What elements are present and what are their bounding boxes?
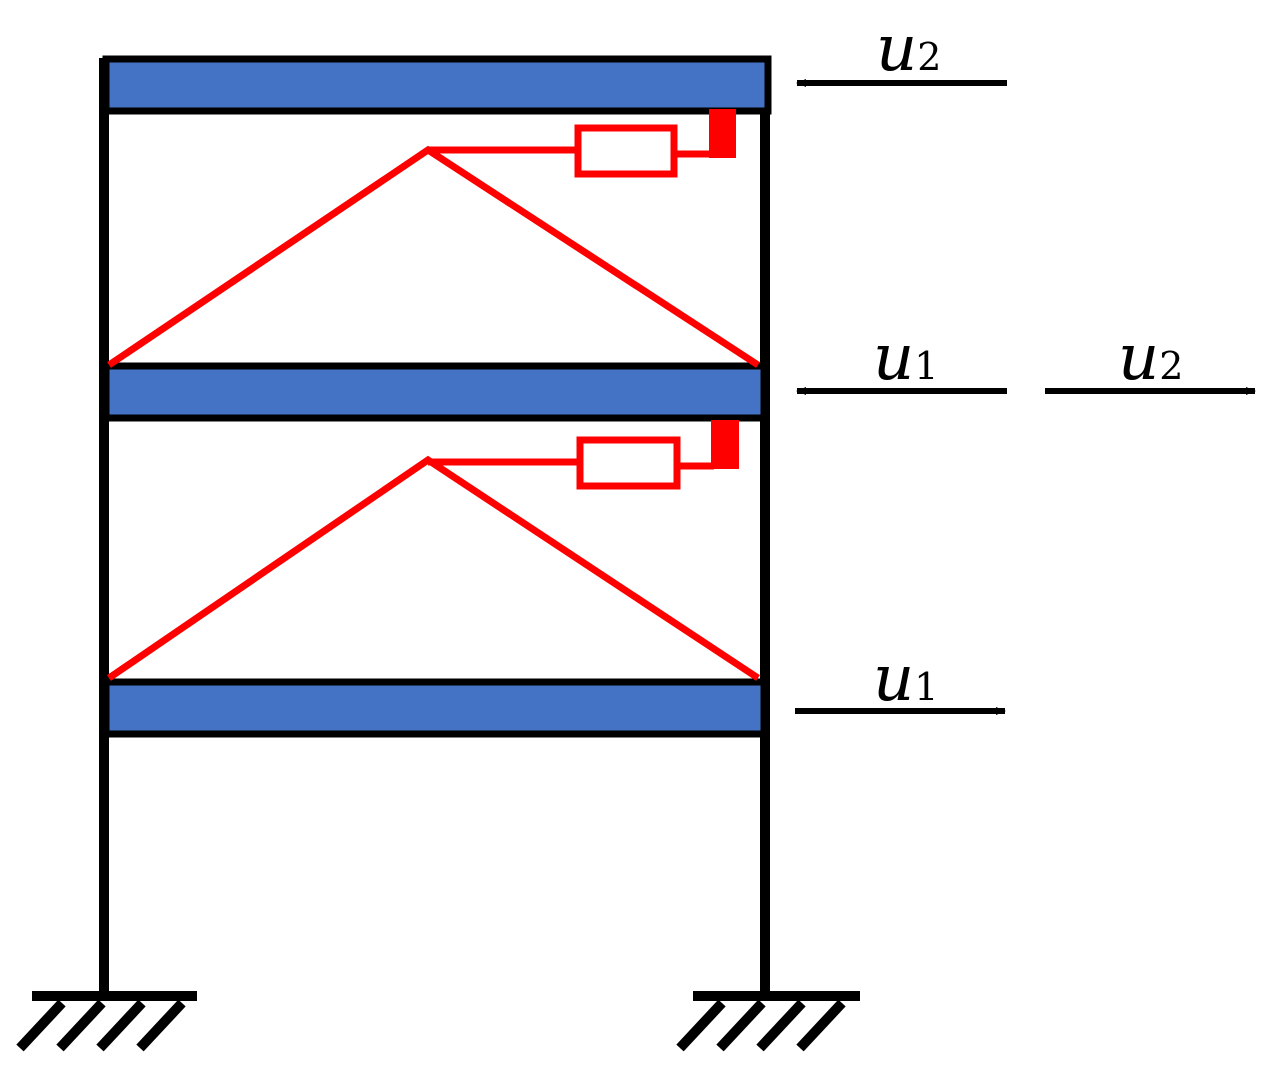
- right-ground-support: [676, 991, 860, 1052]
- lower-chevron-brace: [107, 455, 760, 681]
- mid-right-arrow-label: u2: [1118, 321, 1183, 395]
- floor-slab-top: [102, 55, 772, 115]
- mid-left-arrow-label: u1: [873, 321, 938, 395]
- upper-damper-cylinder: [574, 124, 678, 178]
- left-ground-support: [16, 991, 197, 1052]
- lower-brace-damper: [107, 420, 760, 681]
- lower-damper-mount: [711, 420, 739, 469]
- top-left-arrow-label: u2: [876, 12, 941, 86]
- upper-damper-mount: [709, 109, 736, 158]
- upper-chevron-brace: [107, 145, 760, 368]
- upper-brace-damper: [107, 109, 760, 368]
- floor-slab-bottom: [102, 678, 768, 738]
- bottom-right-arrow-label: u1: [873, 642, 938, 716]
- floor-slab-middle: [102, 362, 768, 422]
- lower-damper-cylinder: [576, 436, 681, 490]
